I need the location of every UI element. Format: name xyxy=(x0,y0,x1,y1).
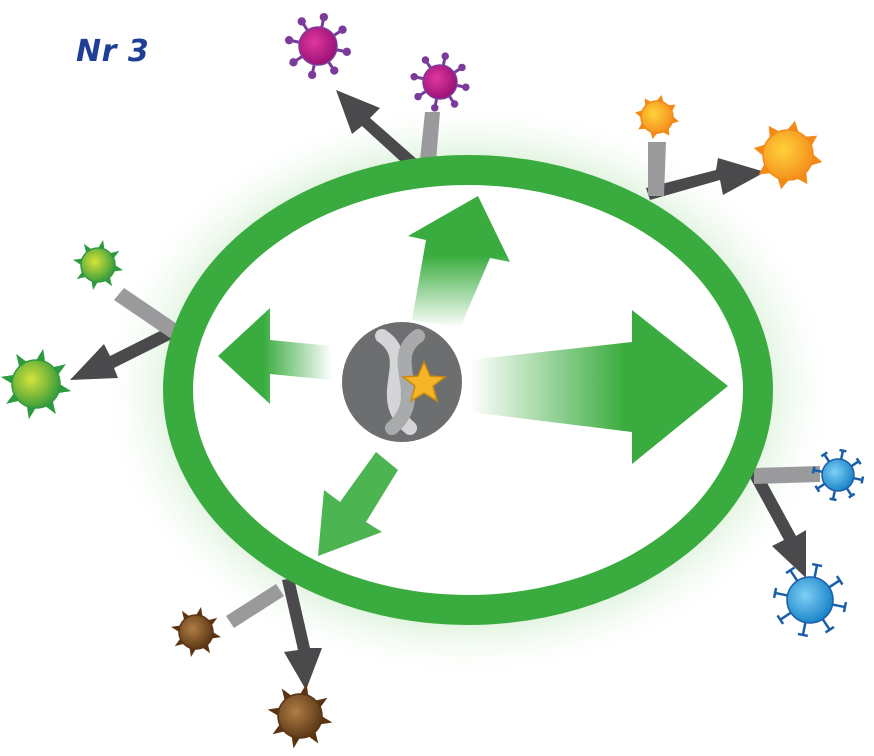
blue-particle-8 xyxy=(772,562,848,638)
blue-particle-7 xyxy=(811,448,865,502)
secreted-particles xyxy=(0,12,865,749)
export-arrow-magenta xyxy=(336,90,440,170)
internal-arrow-up-right xyxy=(408,196,510,328)
export-arrow-blue xyxy=(748,466,820,578)
export-arrow-orange xyxy=(646,142,765,200)
magenta-particle-1 xyxy=(284,12,352,80)
green-particle-6 xyxy=(0,348,72,420)
export-arrow-green xyxy=(70,288,182,380)
star-icon xyxy=(400,360,448,403)
figure-label: Nr 3 xyxy=(76,34,150,69)
brown-particle-9 xyxy=(171,607,221,657)
internal-arrows xyxy=(218,196,728,556)
nucleus xyxy=(342,322,462,442)
brown-particle-10 xyxy=(267,683,333,749)
orange-particle-3 xyxy=(635,95,679,139)
internal-arrow-down-left xyxy=(318,452,398,556)
cell-membrane xyxy=(163,155,773,625)
internal-arrow-right xyxy=(470,310,728,464)
export-arrows xyxy=(70,90,820,690)
export-arrow-brown xyxy=(226,578,322,690)
green-particle-5 xyxy=(73,240,123,290)
magenta-particle-2 xyxy=(410,52,470,112)
internal-arrow-left xyxy=(218,308,332,404)
orange-particle-4 xyxy=(753,120,823,190)
